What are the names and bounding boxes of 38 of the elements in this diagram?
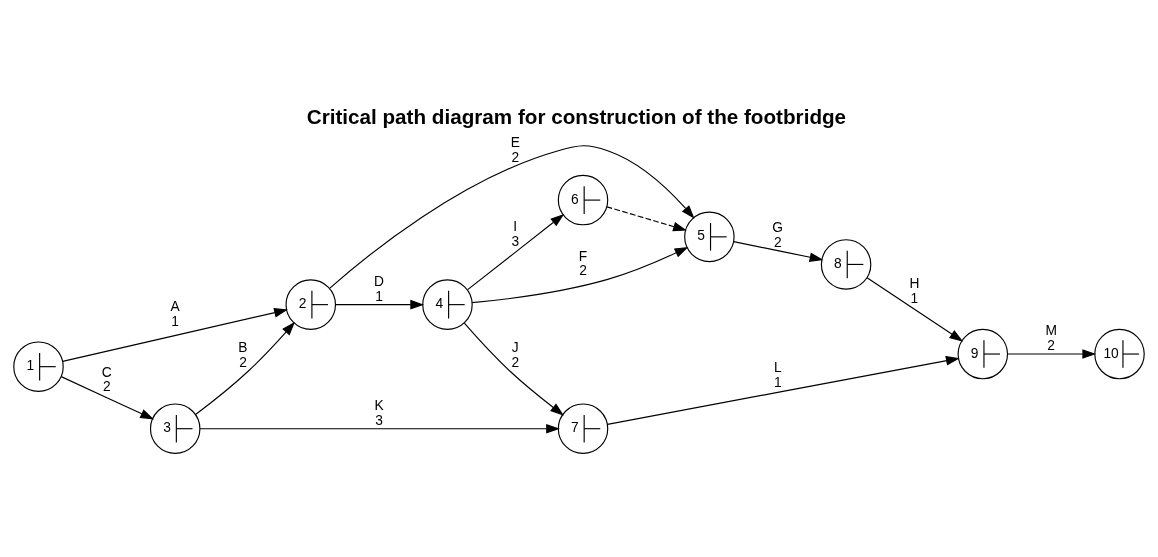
edge-label: C 2 <box>101 364 112 395</box>
edge-label: J 2 <box>511 340 520 371</box>
node-circle: 7 <box>557 403 609 454</box>
arrow <box>471 246 689 304</box>
edge-label: F 2 <box>578 248 588 279</box>
arrow <box>866 277 964 342</box>
edge-label: E 2 <box>510 134 520 165</box>
edge-label: L 1 <box>773 359 782 390</box>
arrow <box>733 241 824 262</box>
node-circle: 4 <box>422 279 473 330</box>
arrow <box>329 145 695 289</box>
arrow <box>62 308 288 362</box>
edge-label: M 2 <box>1045 323 1057 354</box>
node-circle: 5 <box>684 211 735 263</box>
edge-label: I 3 <box>511 218 520 249</box>
edge-label: A 1 <box>170 299 180 329</box>
arrow <box>463 322 564 416</box>
node-circle: 9 <box>957 328 1009 380</box>
diagram-title: Critical path diagram for construction of the footbridge <box>306 104 847 128</box>
arrow <box>335 299 425 310</box>
arrow <box>199 423 560 434</box>
arrow <box>606 355 960 425</box>
arrow <box>1007 349 1097 359</box>
node-circle: 3 <box>149 403 201 454</box>
node-circle: 2 <box>285 279 337 330</box>
edge-label: G 2 <box>772 219 784 250</box>
arrow <box>60 376 155 420</box>
node-circle: 1 <box>13 341 64 392</box>
arrow <box>195 321 296 416</box>
arrow <box>467 213 565 291</box>
edge-label: B 2 <box>238 340 248 371</box>
arrow <box>606 206 687 232</box>
edge-label: K 3 <box>374 397 384 428</box>
node-circle: 6 <box>557 174 609 226</box>
node-circle: 8 <box>820 239 872 290</box>
edge-label: D 1 <box>374 273 385 304</box>
node-circle: 10 <box>1094 328 1145 380</box>
edge-label: H 1 <box>909 276 920 307</box>
